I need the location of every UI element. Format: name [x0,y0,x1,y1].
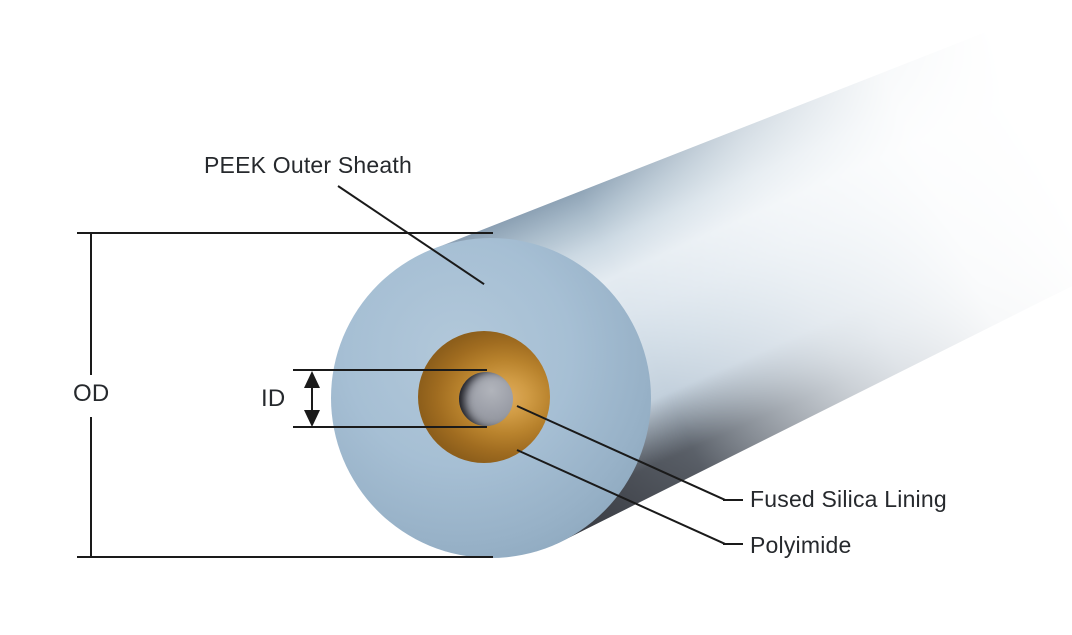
od-extension-line-upper [90,232,92,375]
arrow-down-icon [304,410,320,427]
od-dimension-line-top [77,232,493,234]
id-arrow-shaft [311,382,313,416]
polyimide-label: Polyimide [750,532,852,558]
od-extension-line-lower [90,417,92,558]
outer-diameter-label: OD [73,380,110,407]
id-dimension-line-top [293,369,487,371]
od-dimension-line-bottom [77,556,493,558]
arrow-up-icon [304,371,320,388]
polyimide-leader-end [723,543,743,545]
peek-outer-sheath-label: PEEK Outer Sheath [204,152,412,178]
fused-silica-leader-end [723,499,743,501]
id-dimension-line-bottom [293,426,487,428]
fused-silica-bore [459,372,513,426]
inner-diameter-label: ID [261,385,286,412]
fused-silica-lining-label: Fused Silica Lining [750,486,947,512]
